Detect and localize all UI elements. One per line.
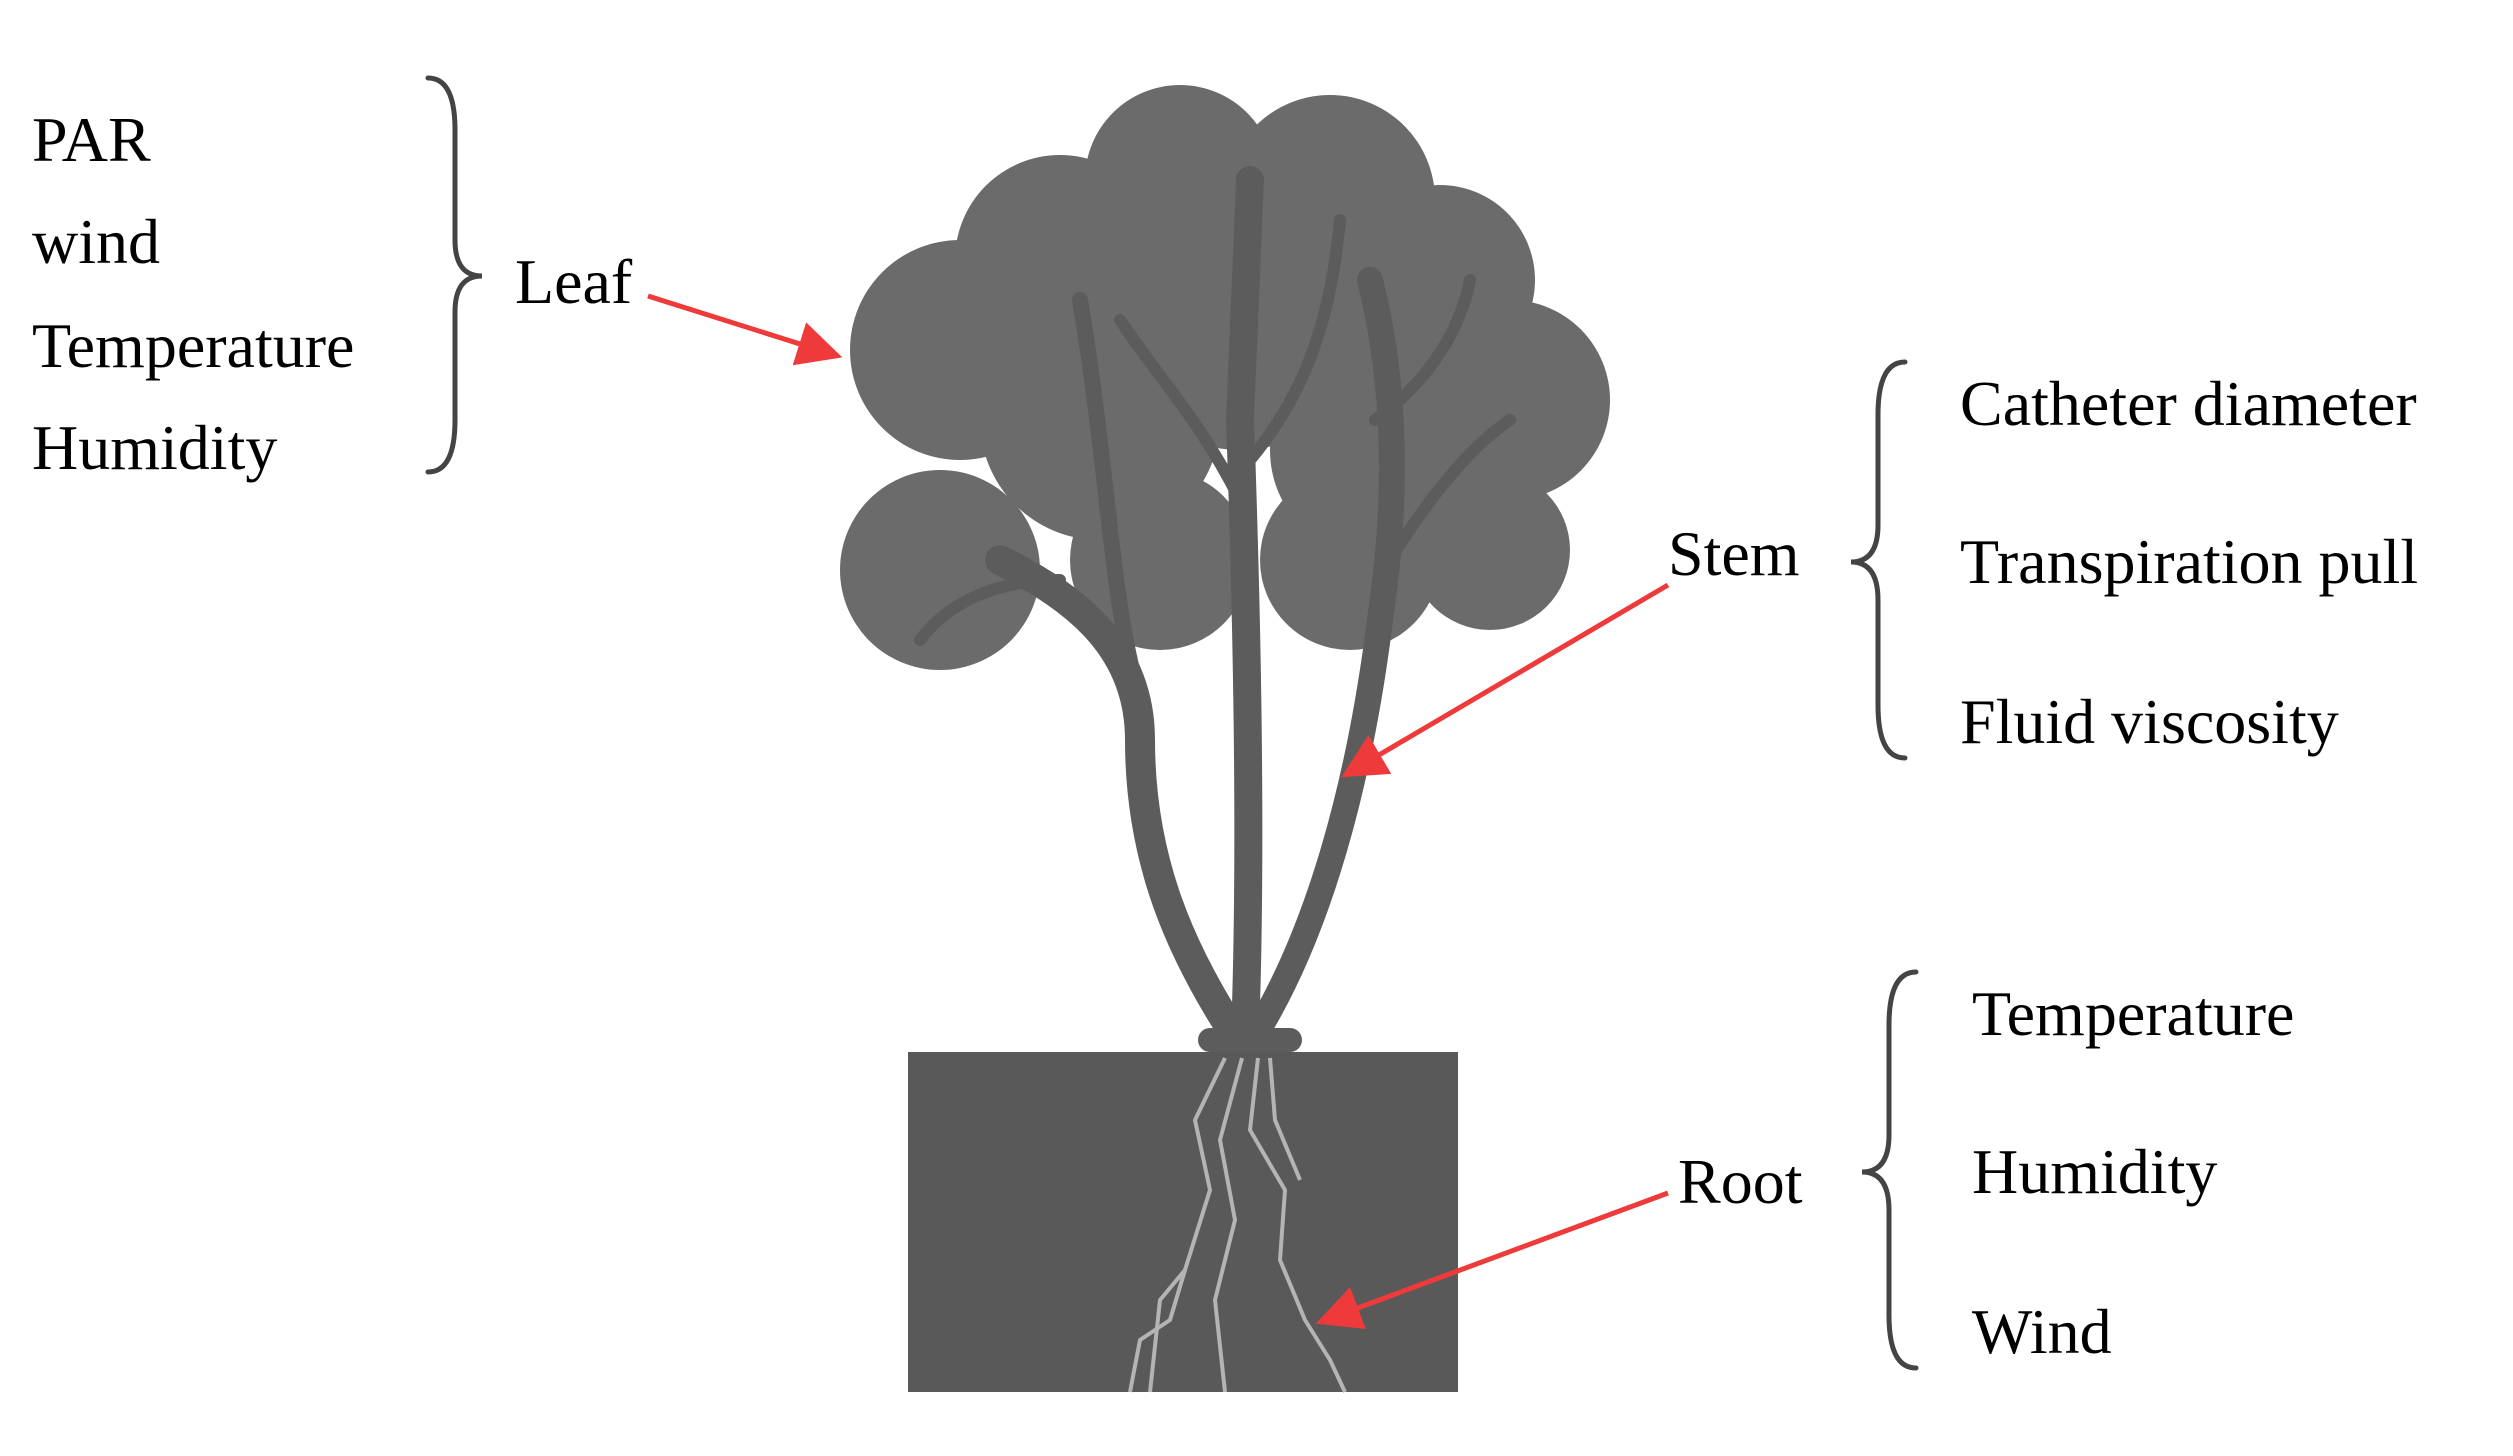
branch-twig — [1114, 314, 1246, 506]
branch-left — [985, 545, 1250, 1050]
leaf-factors-brace — [425, 75, 483, 475]
root-factor-wind: Wind — [1972, 1296, 2112, 1367]
branch-twig — [1369, 274, 1476, 426]
leaf-cluster — [1410, 470, 1570, 630]
canopy — [840, 85, 1610, 670]
branch-right — [1242, 267, 1405, 1048]
stem-label: Stem — [1668, 518, 1800, 589]
branch-twig — [914, 574, 1066, 646]
branch-twig — [1384, 414, 1516, 566]
root-line — [1148, 1268, 1187, 1393]
root-line — [1268, 1057, 1302, 1181]
stem-factor-fluid-viscosity: Fluid viscosity — [1960, 686, 2339, 757]
root-lines — [1128, 1057, 1347, 1393]
leaf-label: Leaf — [515, 246, 633, 317]
root-arrow — [1315, 1190, 1669, 1330]
root-factor-temperature: Temperature — [1972, 978, 2295, 1049]
root-factor-humidity: Humidity — [1972, 1136, 2218, 1207]
soil-block — [908, 1052, 1458, 1392]
stem-factors-brace — [1850, 359, 1908, 761]
root-line — [1248, 1057, 1347, 1393]
leaf-arrow — [647, 293, 843, 366]
leaf-factor-wind: wind — [32, 206, 160, 277]
root-label: Root — [1678, 1146, 1803, 1217]
stem-branches — [914, 166, 1516, 1052]
branch-center — [1226, 166, 1264, 1049]
stem-factor-transpiration-pull: Transpiration pull — [1960, 526, 2419, 597]
branch-twig — [1072, 292, 1148, 708]
leaf-factor-temperature: Temperature — [32, 310, 355, 381]
leaf-factor-par: PAR — [32, 104, 151, 175]
leaf-factor-humidity: Humidity — [32, 412, 278, 483]
root-factors-brace — [1861, 969, 1919, 1371]
branch-twig — [1244, 214, 1346, 466]
stem-factor-catheter-diameter: Catheter diameter — [1960, 368, 2417, 439]
stem-arrow — [1341, 582, 1670, 778]
leaf-cluster — [840, 470, 1040, 670]
root-line — [1213, 1057, 1244, 1393]
